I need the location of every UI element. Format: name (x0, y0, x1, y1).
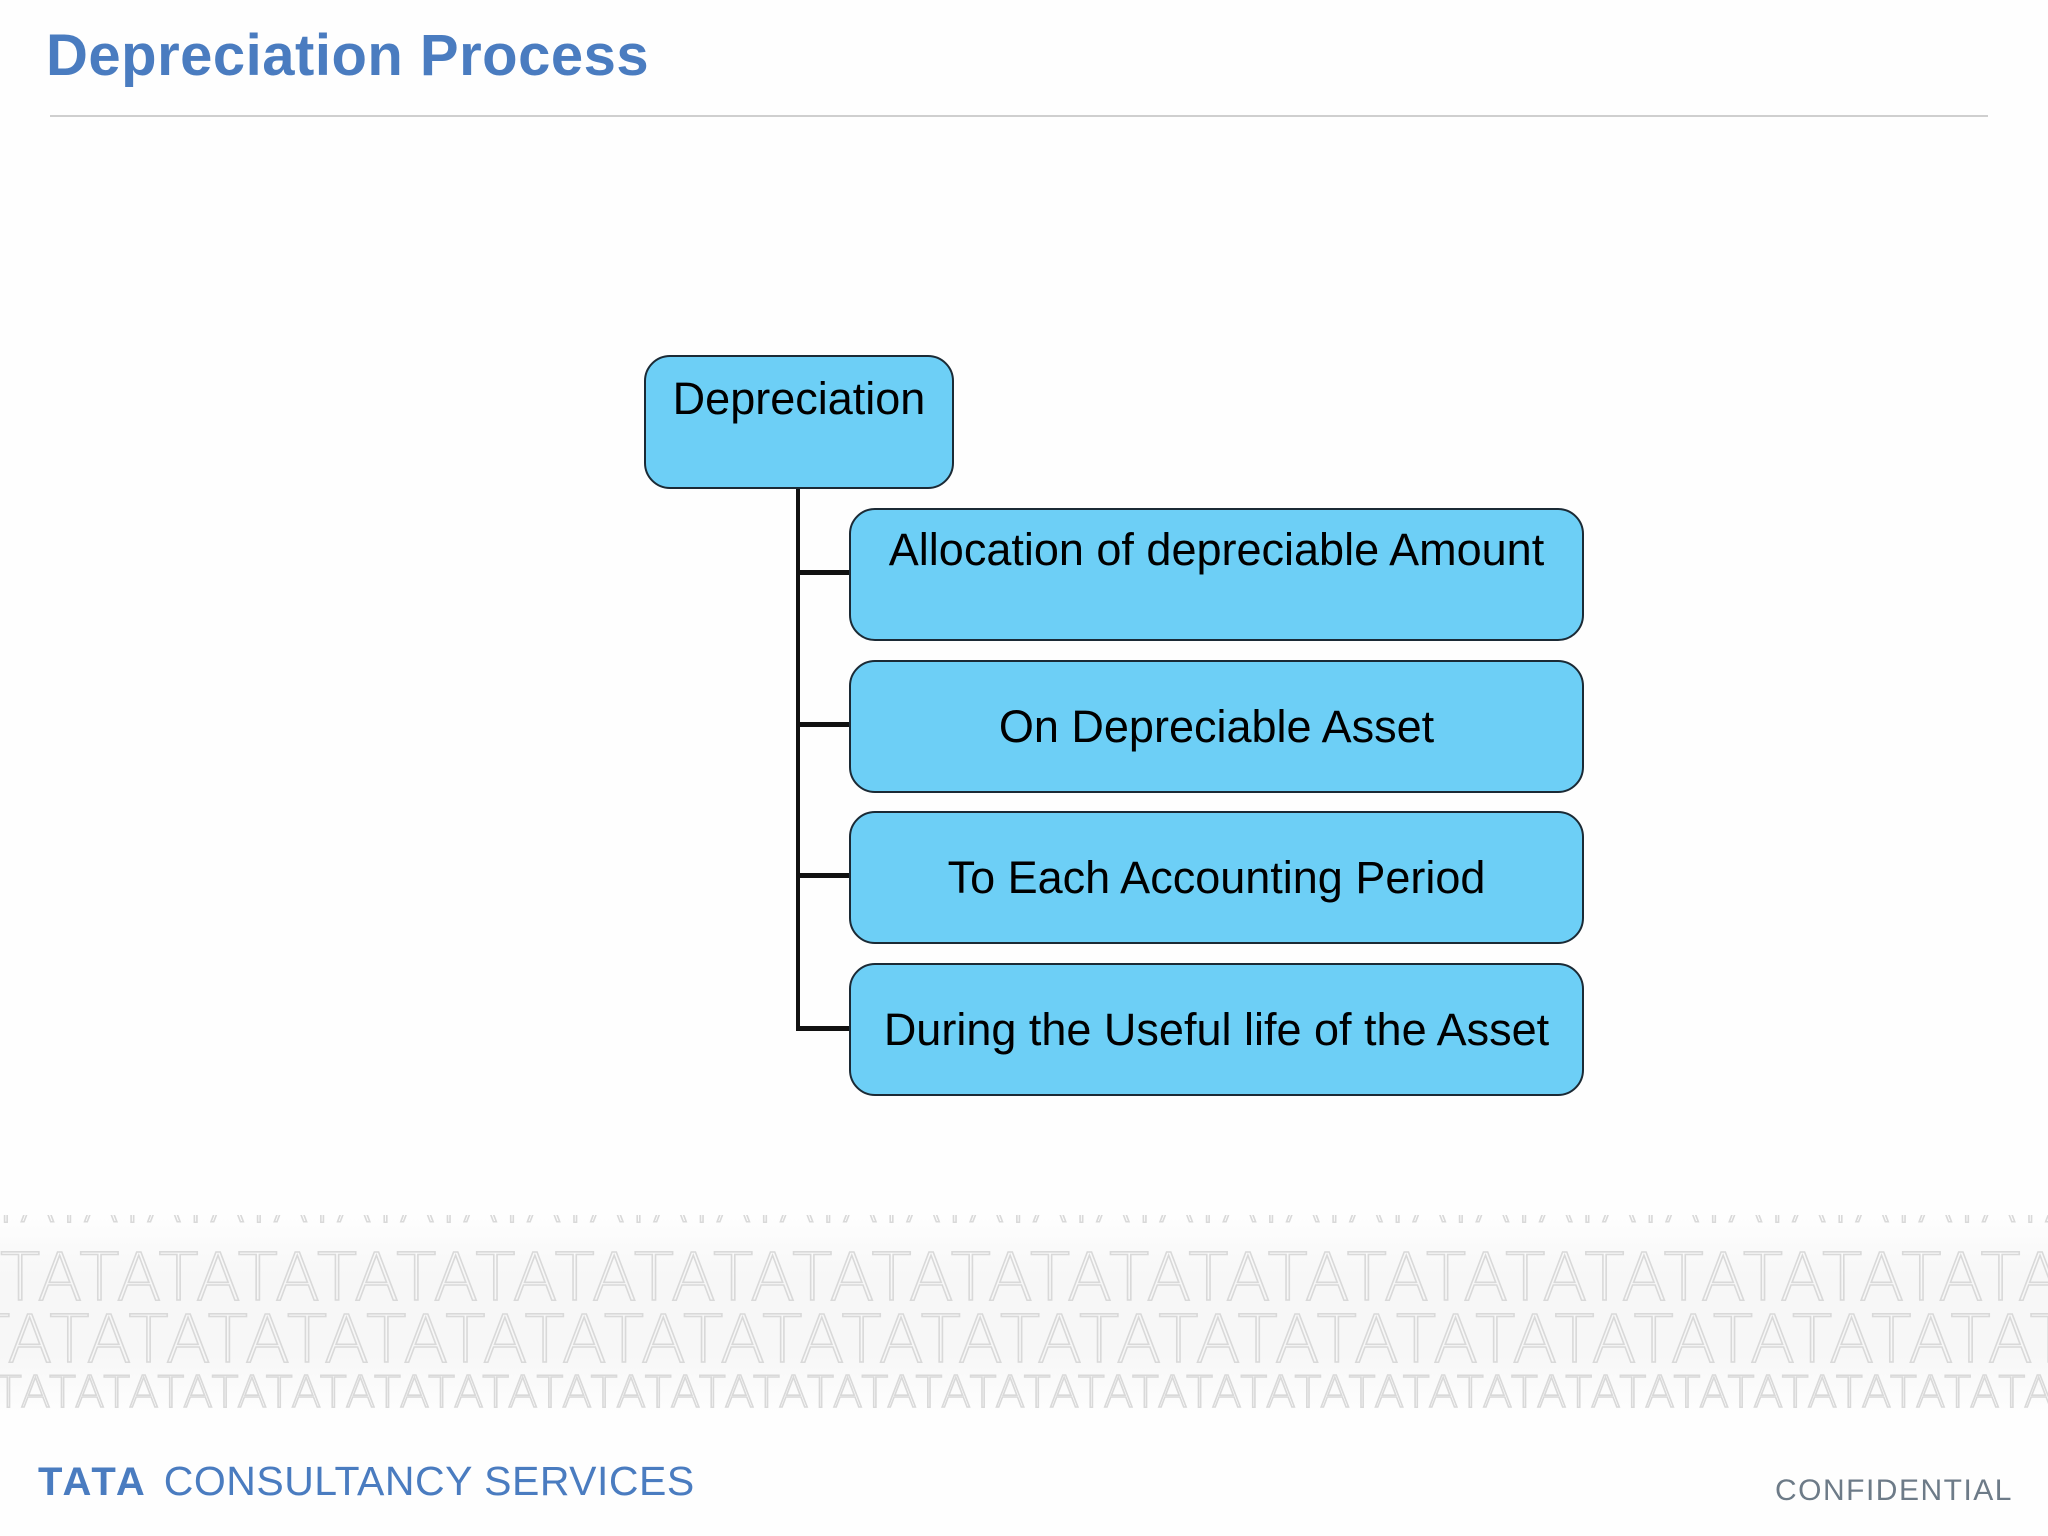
child-node-useful-life: During the Useful life of the Asset (849, 963, 1584, 1096)
connector-trunk (796, 489, 800, 1030)
watermark-row: TATATATATATATATATATATATATATATATATATATATA… (0, 1215, 2048, 1232)
tcs-logo: TATA CONSULTANCY SERVICES (38, 1458, 695, 1505)
watermark-row: TATATATATATATATATATATATATATATATATATATATA… (0, 1239, 2048, 1316)
child-node-label: To Each Accounting Period (947, 851, 1486, 903)
slide-title: Depreciation Process (46, 23, 650, 88)
child-node-depreciable-asset: On Depreciable Asset (849, 660, 1584, 793)
brand-consultancy-services: CONSULTANCY SERVICES (163, 1458, 695, 1504)
connector-branch-1 (796, 570, 851, 575)
brand-tata: TATA (38, 1460, 148, 1504)
connector-branch-4 (796, 1026, 851, 1031)
child-node-label: During the Useful life of the Asset (883, 1003, 1550, 1055)
child-node-label: Allocation of depreciable Amount (888, 524, 1545, 575)
child-node-accounting-period: To Each Accounting Period (849, 811, 1584, 944)
tata-watermark-pattern: TATATATATATATATATATATATATATATATATATATATA… (0, 1215, 2048, 1415)
title-divider (50, 115, 1988, 117)
child-node-label: On Depreciable Asset (998, 700, 1435, 752)
child-node-allocation: Allocation of depreciable Amount (849, 508, 1584, 641)
watermark-row: TATATATATATATATATATATATATATATATATATATATA… (0, 1367, 2048, 1415)
watermark-row: TATATATATATATATATATATATATATATATATATATATA… (0, 1301, 2048, 1378)
root-node-depreciation: Depreciation (644, 355, 954, 489)
confidential-label: CONFIDENTIAL (1774, 1474, 2013, 1507)
connector-branch-3 (796, 873, 851, 878)
root-node-label: Depreciation (672, 373, 926, 424)
connector-branch-2 (796, 722, 851, 727)
